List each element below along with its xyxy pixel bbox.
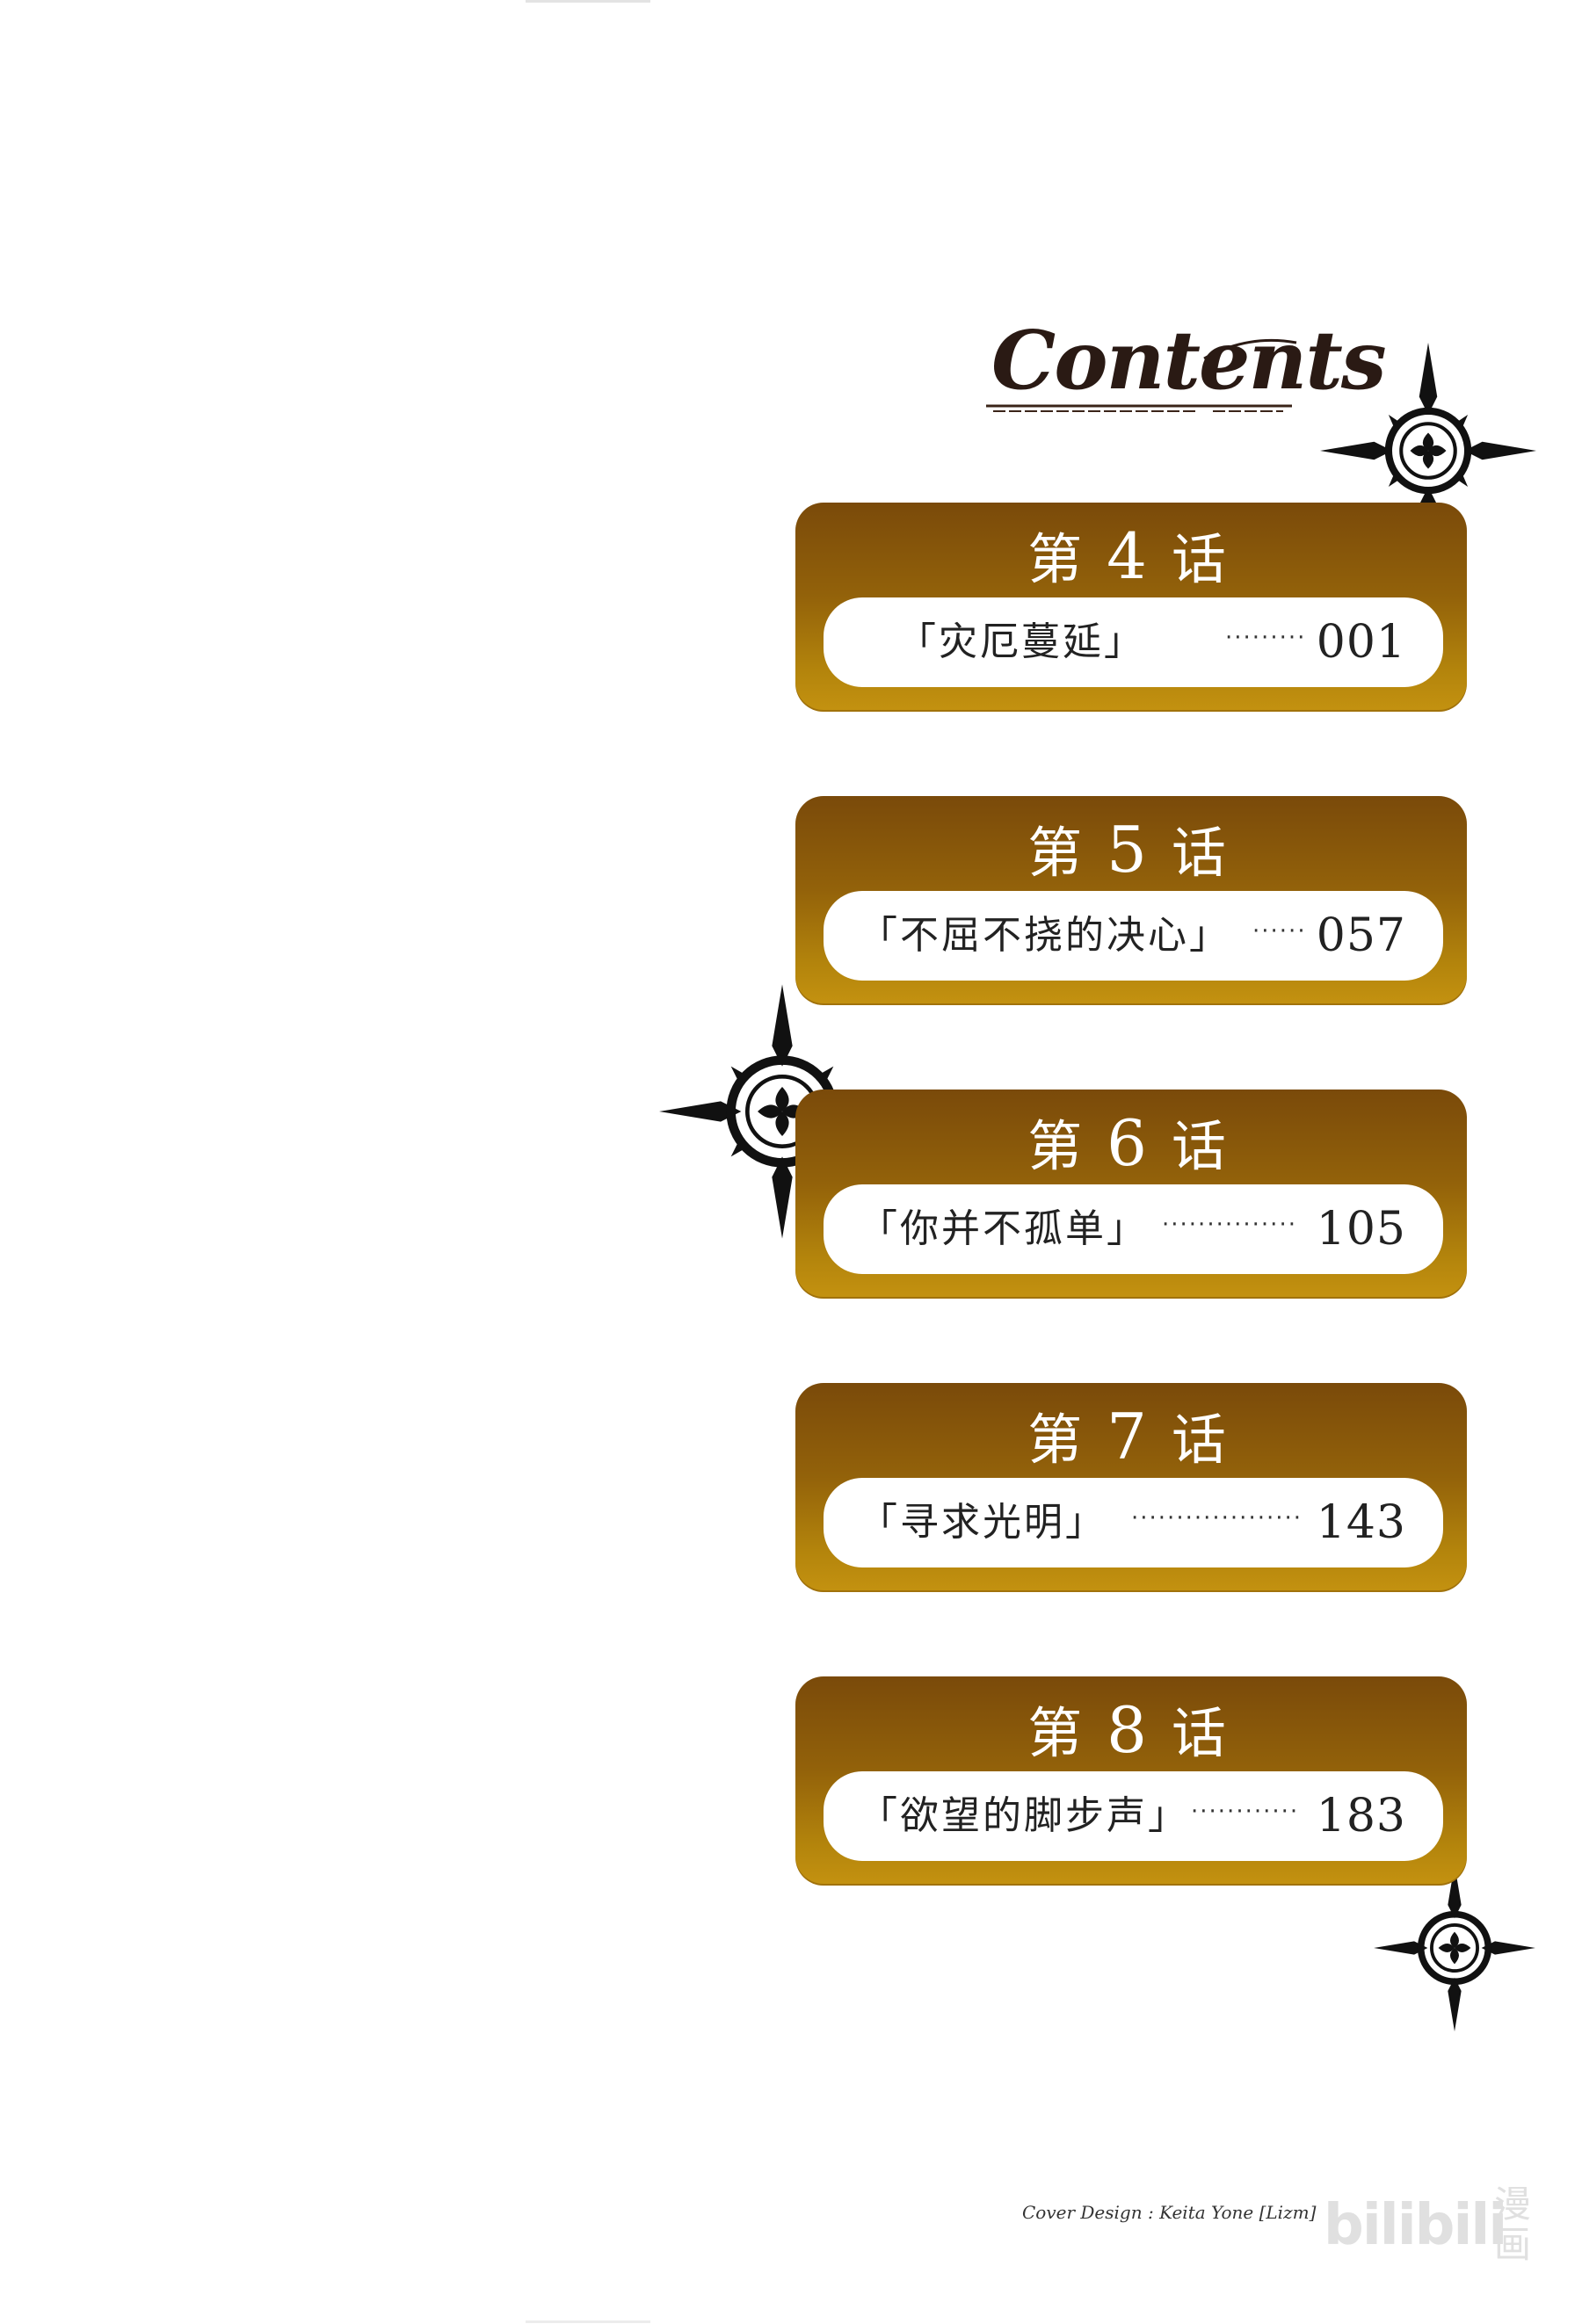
chapter-suffix: 话 — [1171, 821, 1235, 885]
chapter-entry-bar[interactable]: 「欲望的脚步声」 ············ 183 — [824, 1771, 1443, 1861]
chapter-prefix: 第 — [1027, 1408, 1092, 1472]
logo-wordmark: bilibili — [1324, 2193, 1507, 2258]
chapter-suffix: 话 — [1171, 527, 1235, 591]
bottom-edge-rule — [526, 2320, 650, 2323]
contents-heading: Contents — [984, 308, 1387, 413]
leader-dots: ··············· — [1162, 1212, 1297, 1238]
leader-dots: ··················· — [1131, 1505, 1303, 1531]
chapter-title: 「不屈不挠的决心」 — [859, 913, 1230, 958]
chapter-number: 7 — [1107, 1400, 1156, 1473]
chapter-entry-bar[interactable]: 「灾厄蔓延」 ········· 001 — [824, 597, 1443, 687]
leader-dots: ········· — [1225, 625, 1307, 651]
chapter-title: 「欲望的脚步声」 — [859, 1793, 1189, 1838]
chapter-number: 4 — [1107, 519, 1156, 593]
chapter-prefix: 第 — [1027, 1701, 1092, 1765]
chapter-prefix: 第 — [1027, 527, 1092, 591]
page-number: 183 — [1316, 1790, 1406, 1843]
chapter-prefix: 第 — [1027, 1114, 1092, 1178]
page-number: 105 — [1316, 1203, 1406, 1256]
chapter-number: 6 — [1107, 1106, 1156, 1180]
chapter-suffix: 话 — [1171, 1114, 1235, 1178]
chapter-entry-bar[interactable]: 「不屈不挠的决心」 ······ 057 — [824, 891, 1443, 981]
chapter-title: 「寻求光明」 — [859, 1500, 1107, 1545]
chapter-title: 「灾厄蔓延」 — [897, 619, 1145, 664]
chapter-entry-bar[interactable]: 「寻求光明」 ··················· 143 — [824, 1478, 1443, 1567]
chapter-prefix: 第 — [1027, 821, 1092, 885]
page-number: 001 — [1316, 616, 1406, 669]
chapter-number: 8 — [1107, 1693, 1156, 1767]
logo-chinese: 漫画 — [1494, 2183, 1532, 2266]
chapter-title: 「你并不孤单」 — [859, 1206, 1148, 1251]
contents-heading-text: Contents — [991, 313, 1385, 408]
chapter-entry-bar[interactable]: 「你并不孤单」 ··············· 105 — [824, 1184, 1443, 1274]
chapter-number: 5 — [1107, 813, 1156, 887]
cover-design-credit: Cover Design : Keita Yone [Lizm] — [1022, 2202, 1317, 2223]
page-number: 143 — [1316, 1496, 1406, 1549]
top-edge-rule — [526, 0, 650, 3]
chapter-suffix: 话 — [1171, 1408, 1235, 1472]
ornament-compass-bottom — [1373, 1864, 1536, 2031]
chapter-suffix: 话 — [1171, 1701, 1235, 1765]
leader-dots: ······ — [1252, 918, 1307, 945]
page-number: 057 — [1316, 909, 1406, 962]
bilibili-manga-logo: bilibili 漫画 — [1318, 2177, 1564, 2274]
leader-dots: ············ — [1191, 1799, 1300, 1825]
